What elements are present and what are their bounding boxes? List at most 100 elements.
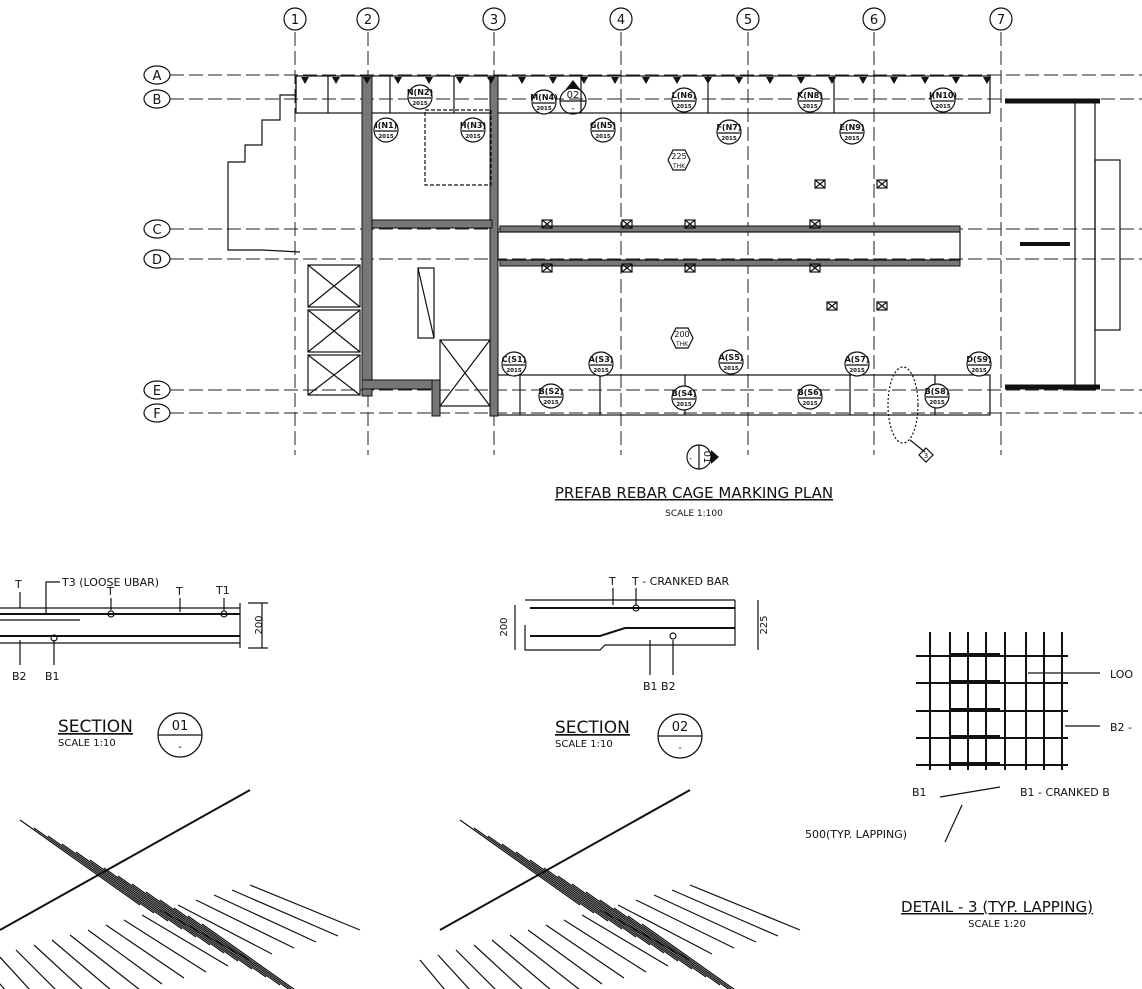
grid-column-6: 6 (862, 7, 886, 455)
cage-tag-id: B(S8) (925, 387, 950, 396)
section02-label-cranked: T - CRANKED BAR (631, 575, 730, 588)
slab-plan (227, 75, 1121, 417)
cage-tag[interactable]: G(N5) 2015 (590, 117, 616, 143)
cage-tag-id: G(N5) (590, 121, 616, 130)
lift-shafts (307, 264, 491, 407)
cage-tags: N(N2)2015M(N4)2015L(N6)2015K(N8)2015J(N1… (373, 84, 992, 411)
cage-tag-year: 2015 (595, 134, 610, 140)
cage-tag-id: A(S5) (719, 353, 744, 362)
thickness-bottom: 200 THK (670, 327, 694, 349)
detail-callout-3[interactable]: 3 (887, 366, 934, 463)
isometric-cage (419, 789, 801, 989)
cage-tag-year: 2015 (723, 366, 738, 372)
detail-3: LOO B2 - B1 B1 - CRANKED B 500(TYP. LAPP… (805, 632, 1133, 930)
section-marker-01[interactable]: 01 - (686, 444, 719, 470)
section-marker-02[interactable]: 02 - (559, 80, 587, 115)
cage-tag[interactable]: A(S3)2015 (588, 351, 614, 377)
section02-scale: SCALE 1:10 (555, 739, 613, 750)
cage-tag[interactable]: C(S1)2015 (501, 351, 527, 377)
cage-tag[interactable]: F(N7) 2015 (716, 119, 742, 145)
grid-column-label: 1 (291, 13, 299, 28)
detail3-title: DETAIL - 3 (TYP. LAPPING) (901, 898, 1093, 916)
grid-row-label: E (153, 384, 161, 399)
plan-scale: SCALE 1:100 (665, 509, 723, 519)
cage-tag[interactable]: B(S4)2015 (671, 385, 697, 411)
section02-label-t: T (608, 575, 616, 588)
grid-row-B: B (143, 89, 1142, 109)
cage-tag-year: 2015 (971, 368, 986, 374)
cage-tag[interactable]: L(N6)2015 (671, 87, 697, 113)
cage-tag[interactable]: M(N4)2015 (530, 89, 558, 115)
cage-tag[interactable]: E(N9)2015 (839, 119, 865, 145)
cage-tag-id: L(N6) (672, 91, 697, 100)
cage-tag-id: N(N2) (407, 88, 433, 97)
detail3-label-b1-cranked: B1 - CRANKED B (1020, 786, 1110, 799)
cage-tag-year: 2015 (536, 106, 551, 112)
detail3-label-loose: LOO (1110, 668, 1133, 681)
grid-column-7: 7 (989, 7, 1013, 455)
cage-tag-id: F(N7) (716, 123, 741, 132)
cage-tag[interactable]: B(S2) 2015 (538, 383, 564, 409)
cage-tag[interactable]: A(S7)2015 (844, 351, 870, 377)
cage-tag-id: C(S1) (502, 355, 527, 364)
isometric-rebar-cages (0, 789, 801, 989)
grid-column-label: 7 (997, 13, 1005, 28)
cage-tag-year: 2015 (802, 104, 817, 110)
cage-tag-year: 2015 (721, 136, 736, 142)
section01-label-b2: B2 (12, 670, 27, 683)
cage-tag-id: D(S9) (966, 355, 991, 364)
grid-row-label: C (152, 223, 161, 238)
grid-column-label: 4 (617, 13, 625, 28)
cage-tag-year: 2015 (593, 368, 608, 374)
grid-column-label: 2 (364, 13, 372, 28)
section01-sheet: - (178, 742, 182, 753)
detail3-label-b1: B1 (912, 786, 927, 799)
thickness-top: 225 THK (667, 149, 691, 171)
cage-tag[interactable]: D(S9) 2015 (966, 351, 992, 377)
cage-tag-id: B(S2) (539, 387, 564, 396)
grid-row-label: F (153, 407, 160, 422)
section-02: 200 225 T T - CRANKED BAR B1 B2 SECTION … (499, 575, 770, 759)
section01-label-t-a: T (14, 578, 22, 591)
isometric-cage (0, 789, 361, 989)
cage-tag-year: 2015 (844, 136, 859, 142)
section02-dim-right: 225 (759, 615, 770, 634)
section02-num: 02 (672, 720, 689, 735)
grid-row-F: F (143, 403, 1142, 423)
thickness-top-value: 225 (671, 152, 686, 161)
cage-tag-year: 2015 (849, 368, 864, 374)
cage-tag[interactable]: N(N2)2015 (407, 84, 433, 110)
grid-row-label: D (152, 253, 162, 268)
cage-tag-year: 2015 (543, 400, 558, 406)
section01-dim: 200 (254, 615, 265, 634)
cage-tag[interactable]: I(N1)2015 (373, 117, 399, 143)
cage-tag[interactable]: H(N3)2015 (460, 117, 486, 143)
grid-row-E: E (143, 380, 1142, 400)
plan-title: PREFAB REBAR CAGE MARKING PLAN (555, 484, 833, 502)
section01-label-t-b: T (106, 585, 114, 598)
cage-tag-id: B(S6) (798, 388, 823, 397)
cage-tag[interactable]: B(S8) 2015 (924, 383, 950, 409)
section01-label-t-c: T (175, 585, 183, 598)
thickness-bottom-value: 200 (674, 330, 689, 339)
section01-title: SECTION (58, 717, 133, 737)
cage-tag[interactable]: A(S5) 2015 (718, 349, 744, 375)
cage-tag[interactable]: J(N10)2015 (928, 87, 957, 113)
cage-tag-id: I(N1) (375, 121, 398, 130)
cage-tag-id: H(N3) (460, 121, 486, 130)
section01-label-t3: T3 (LOOSE UBAR) (61, 576, 159, 589)
cage-tag-year: 2015 (929, 400, 944, 406)
detail3-label-lap: 500(TYP. LAPPING) (805, 828, 907, 841)
grid-column-5: 5 (736, 7, 760, 455)
section02-sheet: - (678, 743, 682, 754)
section-marker-01-num: 01 (701, 451, 712, 464)
section01-num: 01 (172, 719, 189, 734)
cage-tag[interactable]: B(S6)2015 (797, 384, 823, 410)
grid-row-A: A (143, 65, 1142, 85)
grid-row-label: B (153, 93, 162, 108)
section02-dim-left: 200 (499, 617, 510, 636)
cage-tag-id: B(S4) (672, 389, 697, 398)
cage-tag[interactable]: K(N8)2015 (797, 87, 823, 113)
thickness-bottom-unit: THK (675, 341, 689, 348)
